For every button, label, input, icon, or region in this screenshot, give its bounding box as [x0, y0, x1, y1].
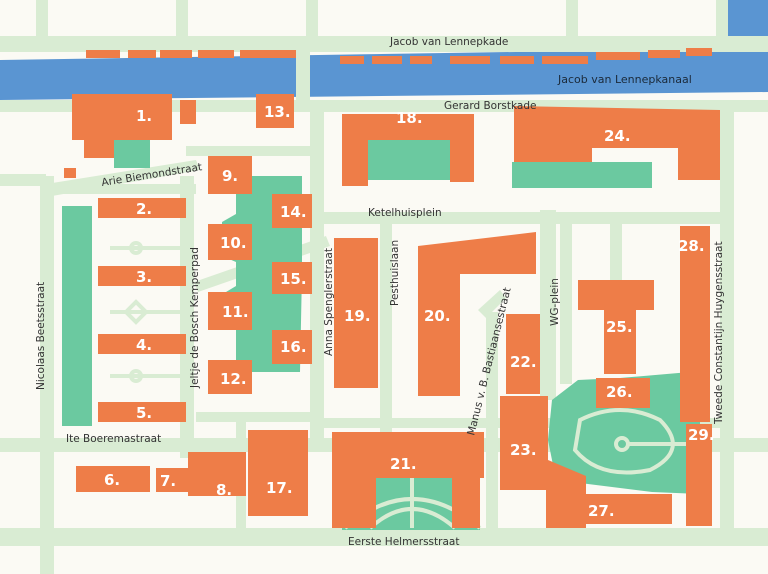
building-17	[248, 430, 308, 516]
street-label-eerste-helmersstraat: Eerste Helmersstraat	[348, 536, 459, 548]
street-label-ketelhuisplein: Ketelhuisplein	[368, 207, 442, 219]
water-label-jacob-van-lennepkanaal: Jacob van Lennepkanaal	[557, 73, 692, 86]
building-label-23: 23.	[510, 441, 537, 459]
building-label-11: 11.	[222, 303, 249, 321]
building-27	[586, 494, 672, 524]
building-25	[578, 280, 654, 374]
building-label-6: 6.	[104, 471, 120, 489]
building-6	[76, 466, 150, 492]
street-label-jeltje-de-bosch-kemperpad: Jeltje de Bosch Kemperpad	[189, 247, 201, 389]
building-label-20: 20.	[424, 307, 451, 325]
building-10	[208, 224, 252, 260]
building-label-28: 28.	[678, 237, 705, 255]
building-label-13: 13.	[264, 103, 291, 121]
building-label-22: 22.	[510, 353, 537, 371]
street-labels: Jacob van Lennepkade Jacob van Lennepkan…	[35, 36, 725, 548]
building-label-27: 27.	[588, 502, 615, 520]
canal-buildings	[86, 48, 712, 64]
building-3	[98, 266, 186, 286]
building-label-1: 1.	[136, 107, 152, 125]
street-label-nicolaas-beetsstraat: Nicolaas Beetsstraat	[35, 282, 47, 390]
building-22	[506, 314, 540, 394]
building-label-7: 7.	[160, 472, 176, 490]
building-28	[680, 226, 710, 422]
building-9	[208, 156, 252, 194]
building-29	[686, 424, 712, 526]
building-label-15: 15.	[280, 270, 307, 288]
street-label-wg-plein: WG-plein	[549, 278, 561, 326]
building-12	[208, 360, 252, 394]
building-26	[596, 378, 650, 408]
building-11	[208, 292, 252, 330]
building-8	[188, 452, 246, 496]
building-label-19: 19.	[344, 307, 371, 325]
building-18	[342, 114, 474, 186]
street-label-pesthuislaan: Pesthuislaan	[389, 240, 401, 306]
building-24	[514, 106, 720, 180]
building-label-5: 5.	[136, 404, 152, 422]
buildings	[64, 94, 720, 528]
building-label-9: 9.	[222, 167, 238, 185]
building-16	[272, 330, 312, 364]
street-label-ite-boeremastraat: Ite Boeremastraat	[66, 433, 161, 445]
building-label-26: 26.	[606, 383, 633, 401]
building-label-25: 25.	[606, 318, 633, 336]
building-label-2: 2.	[136, 200, 152, 218]
building-15	[272, 262, 312, 294]
building-20	[418, 232, 536, 396]
street-label-jacob-van-lennepkade: Jacob van Lennepkade	[389, 36, 508, 48]
building-label-8: 8.	[216, 481, 232, 499]
building-4	[98, 334, 186, 354]
building-label-17: 17.	[266, 479, 293, 497]
building-5	[98, 402, 186, 422]
building-23	[500, 396, 586, 528]
building-label-3: 3.	[136, 268, 152, 286]
street-label-tweede-constantijn-huygensstraat: Tweede Constantijn Huygensstraat	[713, 241, 725, 425]
building-label-29: 29.	[688, 426, 715, 444]
building-labels: 1. 2. 3. 4. 5. 6. 7. 8. 9. 10. 11. 12. 1…	[104, 103, 715, 520]
building-label-21: 21.	[390, 455, 417, 473]
building-label-4: 4.	[136, 336, 152, 354]
building-label-10: 10.	[220, 234, 247, 252]
building-label-18: 18.	[396, 109, 423, 127]
street-label-anna-spenglerstraat: Anna Spenglerstraat	[323, 248, 335, 356]
street-label-gerard-borstkade: Gerard Borstkade	[444, 100, 536, 112]
building-19	[334, 238, 378, 388]
building-14	[272, 194, 312, 228]
building-2	[98, 198, 186, 218]
building-label-12: 12.	[220, 370, 247, 388]
building-label-16: 16.	[280, 338, 307, 356]
building-13	[256, 94, 294, 128]
building-label-14: 14.	[280, 203, 307, 221]
building-21	[332, 432, 484, 528]
building-label-24: 24.	[604, 127, 631, 145]
building-7	[156, 468, 188, 492]
